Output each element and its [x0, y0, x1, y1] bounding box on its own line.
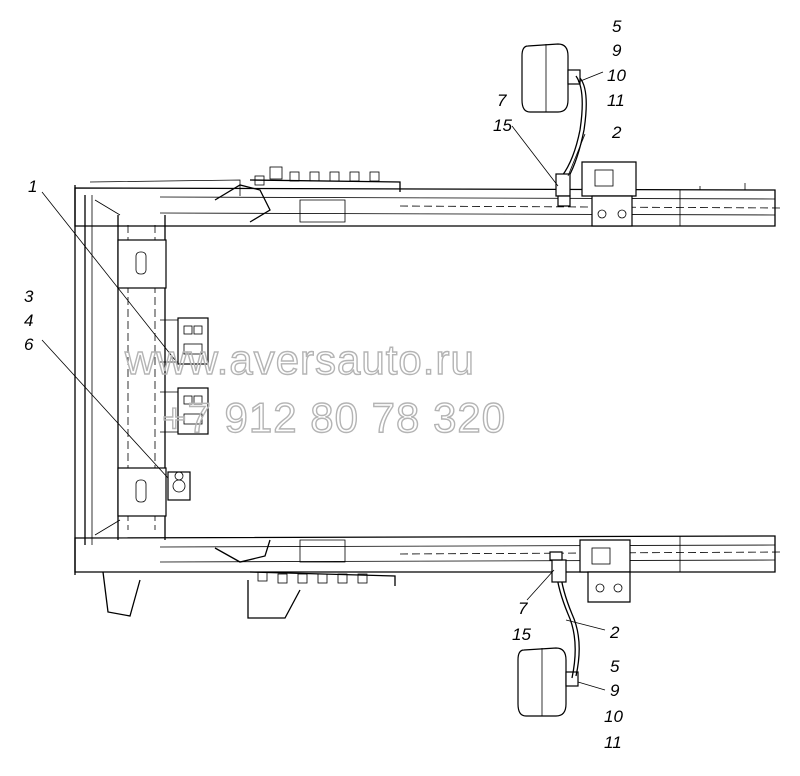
callout-6: 6 [24, 335, 34, 354]
pipe-fitting-lower [167, 471, 191, 501]
callout-5-bottom: 5 [610, 657, 620, 676]
brake-chamber-top [521, 43, 587, 207]
callout-1: 1 [28, 177, 37, 196]
callout-7-top: 7 [497, 91, 507, 110]
callout-11-top: 11 [607, 91, 625, 110]
callout-5-top: 5 [612, 17, 622, 36]
callout-labels: 1 3 4 6 5 9 10 11 7 15 2 7 15 2 5 9 10 1… [24, 17, 626, 752]
top-frame-rail [74, 166, 781, 227]
watermark-site: www.aversauto.ru [124, 336, 475, 383]
callout-15-bottom: 15 [512, 625, 531, 644]
callout-9-top: 9 [612, 41, 622, 60]
callout-10-bottom: 10 [604, 707, 623, 726]
callout-4: 4 [24, 311, 33, 330]
callout-3: 3 [24, 287, 34, 306]
callout-9-bottom: 9 [610, 681, 620, 700]
callout-7-bottom: 7 [518, 599, 528, 618]
spring-bracket-bottom [579, 539, 631, 603]
callout-10-top: 10 [607, 66, 626, 85]
callout-2-bottom: 2 [609, 623, 620, 642]
cross-member [74, 185, 209, 575]
brake-chamber-bottom [517, 551, 580, 717]
bottom-frame-rail [74, 535, 781, 619]
brake-valve-upper [177, 317, 209, 365]
callout-15-top: 15 [493, 116, 512, 135]
callout-11-bottom: 11 [604, 733, 622, 752]
spring-bracket-top [581, 161, 637, 227]
watermark: www.aversauto.ru +7 912 80 78 320 [123, 335, 506, 441]
brake-valve-lower [177, 387, 209, 435]
leader-lines [41, 71, 606, 691]
callout-2-top: 2 [611, 123, 622, 142]
watermark-phone: +7 912 80 78 320 [162, 394, 506, 441]
